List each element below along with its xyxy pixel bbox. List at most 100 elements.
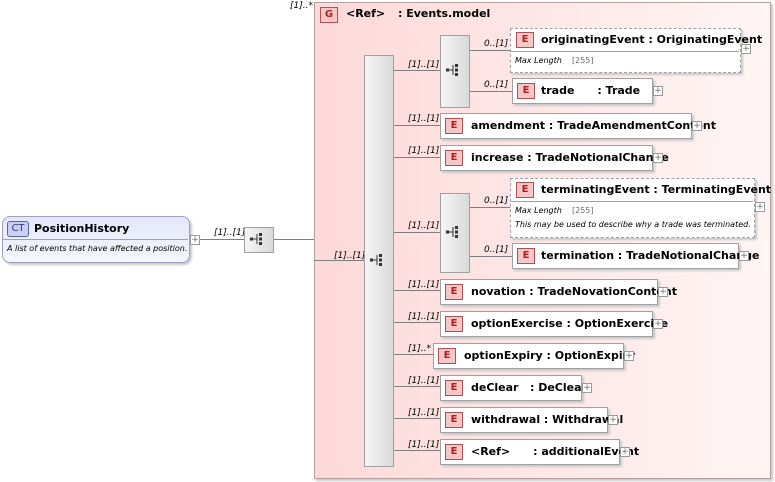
element-multiplicity: [1]..[1] [408,312,440,322]
element-badge: E [517,248,535,264]
element-badge: E [445,284,463,300]
element-name: withdrawal : Withdrawal [471,413,624,426]
connector [469,91,512,92]
group-badge: G [320,7,338,23]
element-multiplicity: 0..[1] [484,80,509,90]
element-increase[interactable] [440,145,653,171]
element-name: optionExpiry : OptionExpiry [464,349,636,362]
element-terminating-event[interactable] [510,178,755,238]
connector [393,450,440,451]
element-doc: This may be used to describe why a trade… [515,220,751,229]
element-badge: E [445,444,463,460]
element-name: amendment : TradeAmendmentContent [471,119,717,132]
connector [393,418,440,419]
expand-icon[interactable]: + [653,153,663,163]
connector [190,239,244,240]
complex-type-doc: A list of events that have affected a po… [7,244,188,253]
element-badge: E [445,118,463,134]
element-name: optionExercise : OptionExercise [471,317,669,330]
element-name: novation : TradeNovationContent [471,285,677,298]
element-declear[interactable] [440,375,582,401]
root-sequence[interactable] [244,227,274,253]
sequence-icon [446,64,458,76]
facet-label: Max Length [515,56,562,65]
element-multiplicity: 0..[1] [484,196,509,206]
expand-icon[interactable]: + [755,202,765,212]
element-name: terminatingEvent : TerminatingEvent [541,183,772,196]
element-multiplicity: [1]..[1] [408,280,440,290]
expand-icon[interactable]: + [653,319,663,329]
connector [273,239,314,240]
element-name: <Ref> : additionalEvent [471,445,640,458]
element-badge: E [445,380,463,396]
facet-label: Max Length [515,206,562,215]
element-multiplicity: [1]..[1] [408,376,440,386]
connector [469,256,512,257]
element-badge: E [445,150,463,166]
group-ref: <Ref> [346,7,386,20]
element-multiplicity: [1]..[1] [408,114,440,124]
sequence-icon [250,233,262,245]
connector [469,207,510,208]
element-name: termination : TradeNotionalChange [541,249,760,262]
seq-a-multiplicity: [1]..[1] [408,60,440,70]
element-badge: E [517,83,535,99]
connector [393,157,440,158]
element-multiplicity: 0..[1] [484,39,509,49]
expand-icon[interactable]: + [741,44,751,54]
element-multiplicity: [1]..* [408,344,431,354]
element-additional-event[interactable] [440,439,620,465]
element-multiplicity: [1]..[1] [408,440,440,450]
expand-icon[interactable]: + [624,351,634,361]
connector [469,50,510,51]
expand-icon[interactable]: + [190,235,200,245]
sequence-icon [446,226,458,238]
element-badge: E [438,348,456,364]
connector [314,260,364,261]
element-name: increase : TradeNotionalChange [471,151,669,164]
element-trade[interactable] [512,78,653,104]
element-multiplicity: [1]..[1] [408,408,440,418]
element-amendment[interactable] [440,113,692,139]
facet-value: [255] [572,206,594,215]
expand-icon[interactable]: + [658,287,668,297]
facet-value: [255] [572,56,594,65]
element-multiplicity: [1]..[1] [408,146,440,156]
element-badge: E [445,412,463,428]
inner-seq-multiplicity: [1]..[1] [334,251,366,261]
connector [393,70,440,71]
expand-icon[interactable]: + [692,121,702,131]
element-novation[interactable] [440,279,658,305]
expand-icon[interactable]: + [653,86,663,96]
seq-b-multiplicity: [1]..[1] [408,221,440,231]
element-badge: E [516,182,534,198]
element-withdrawal[interactable] [440,407,608,433]
element-badge: E [445,316,463,332]
connector [393,322,440,323]
element-option-expiry[interactable] [433,343,624,369]
connector [393,125,440,126]
root-seq-multiplicity: [1]..[1] [214,228,246,238]
element-name: deClear : DeClear [471,381,587,394]
expand-icon[interactable]: + [582,383,592,393]
connector [393,290,440,291]
element-termination[interactable] [512,243,739,269]
connector [393,232,440,233]
expand-icon[interactable]: + [608,415,618,425]
element-name: originatingEvent : OriginatingEvent [541,33,763,46]
complex-type-name: PositionHistory [34,222,130,235]
group-name[interactable]: : Events.model [398,7,491,20]
sequence-icon [370,254,382,266]
connector [393,386,440,387]
divider [3,239,188,240]
connector [393,354,433,355]
divider [511,51,739,52]
element-multiplicity: 0..[1] [484,245,509,255]
element-badge: E [516,32,534,48]
element-option-exercise[interactable] [440,311,653,337]
element-originating-event[interactable] [510,28,741,73]
expand-icon[interactable]: + [620,447,630,457]
element-name: trade : Trade [541,84,641,97]
expand-icon[interactable]: + [739,251,749,261]
complex-type-badge: CT [7,221,29,237]
